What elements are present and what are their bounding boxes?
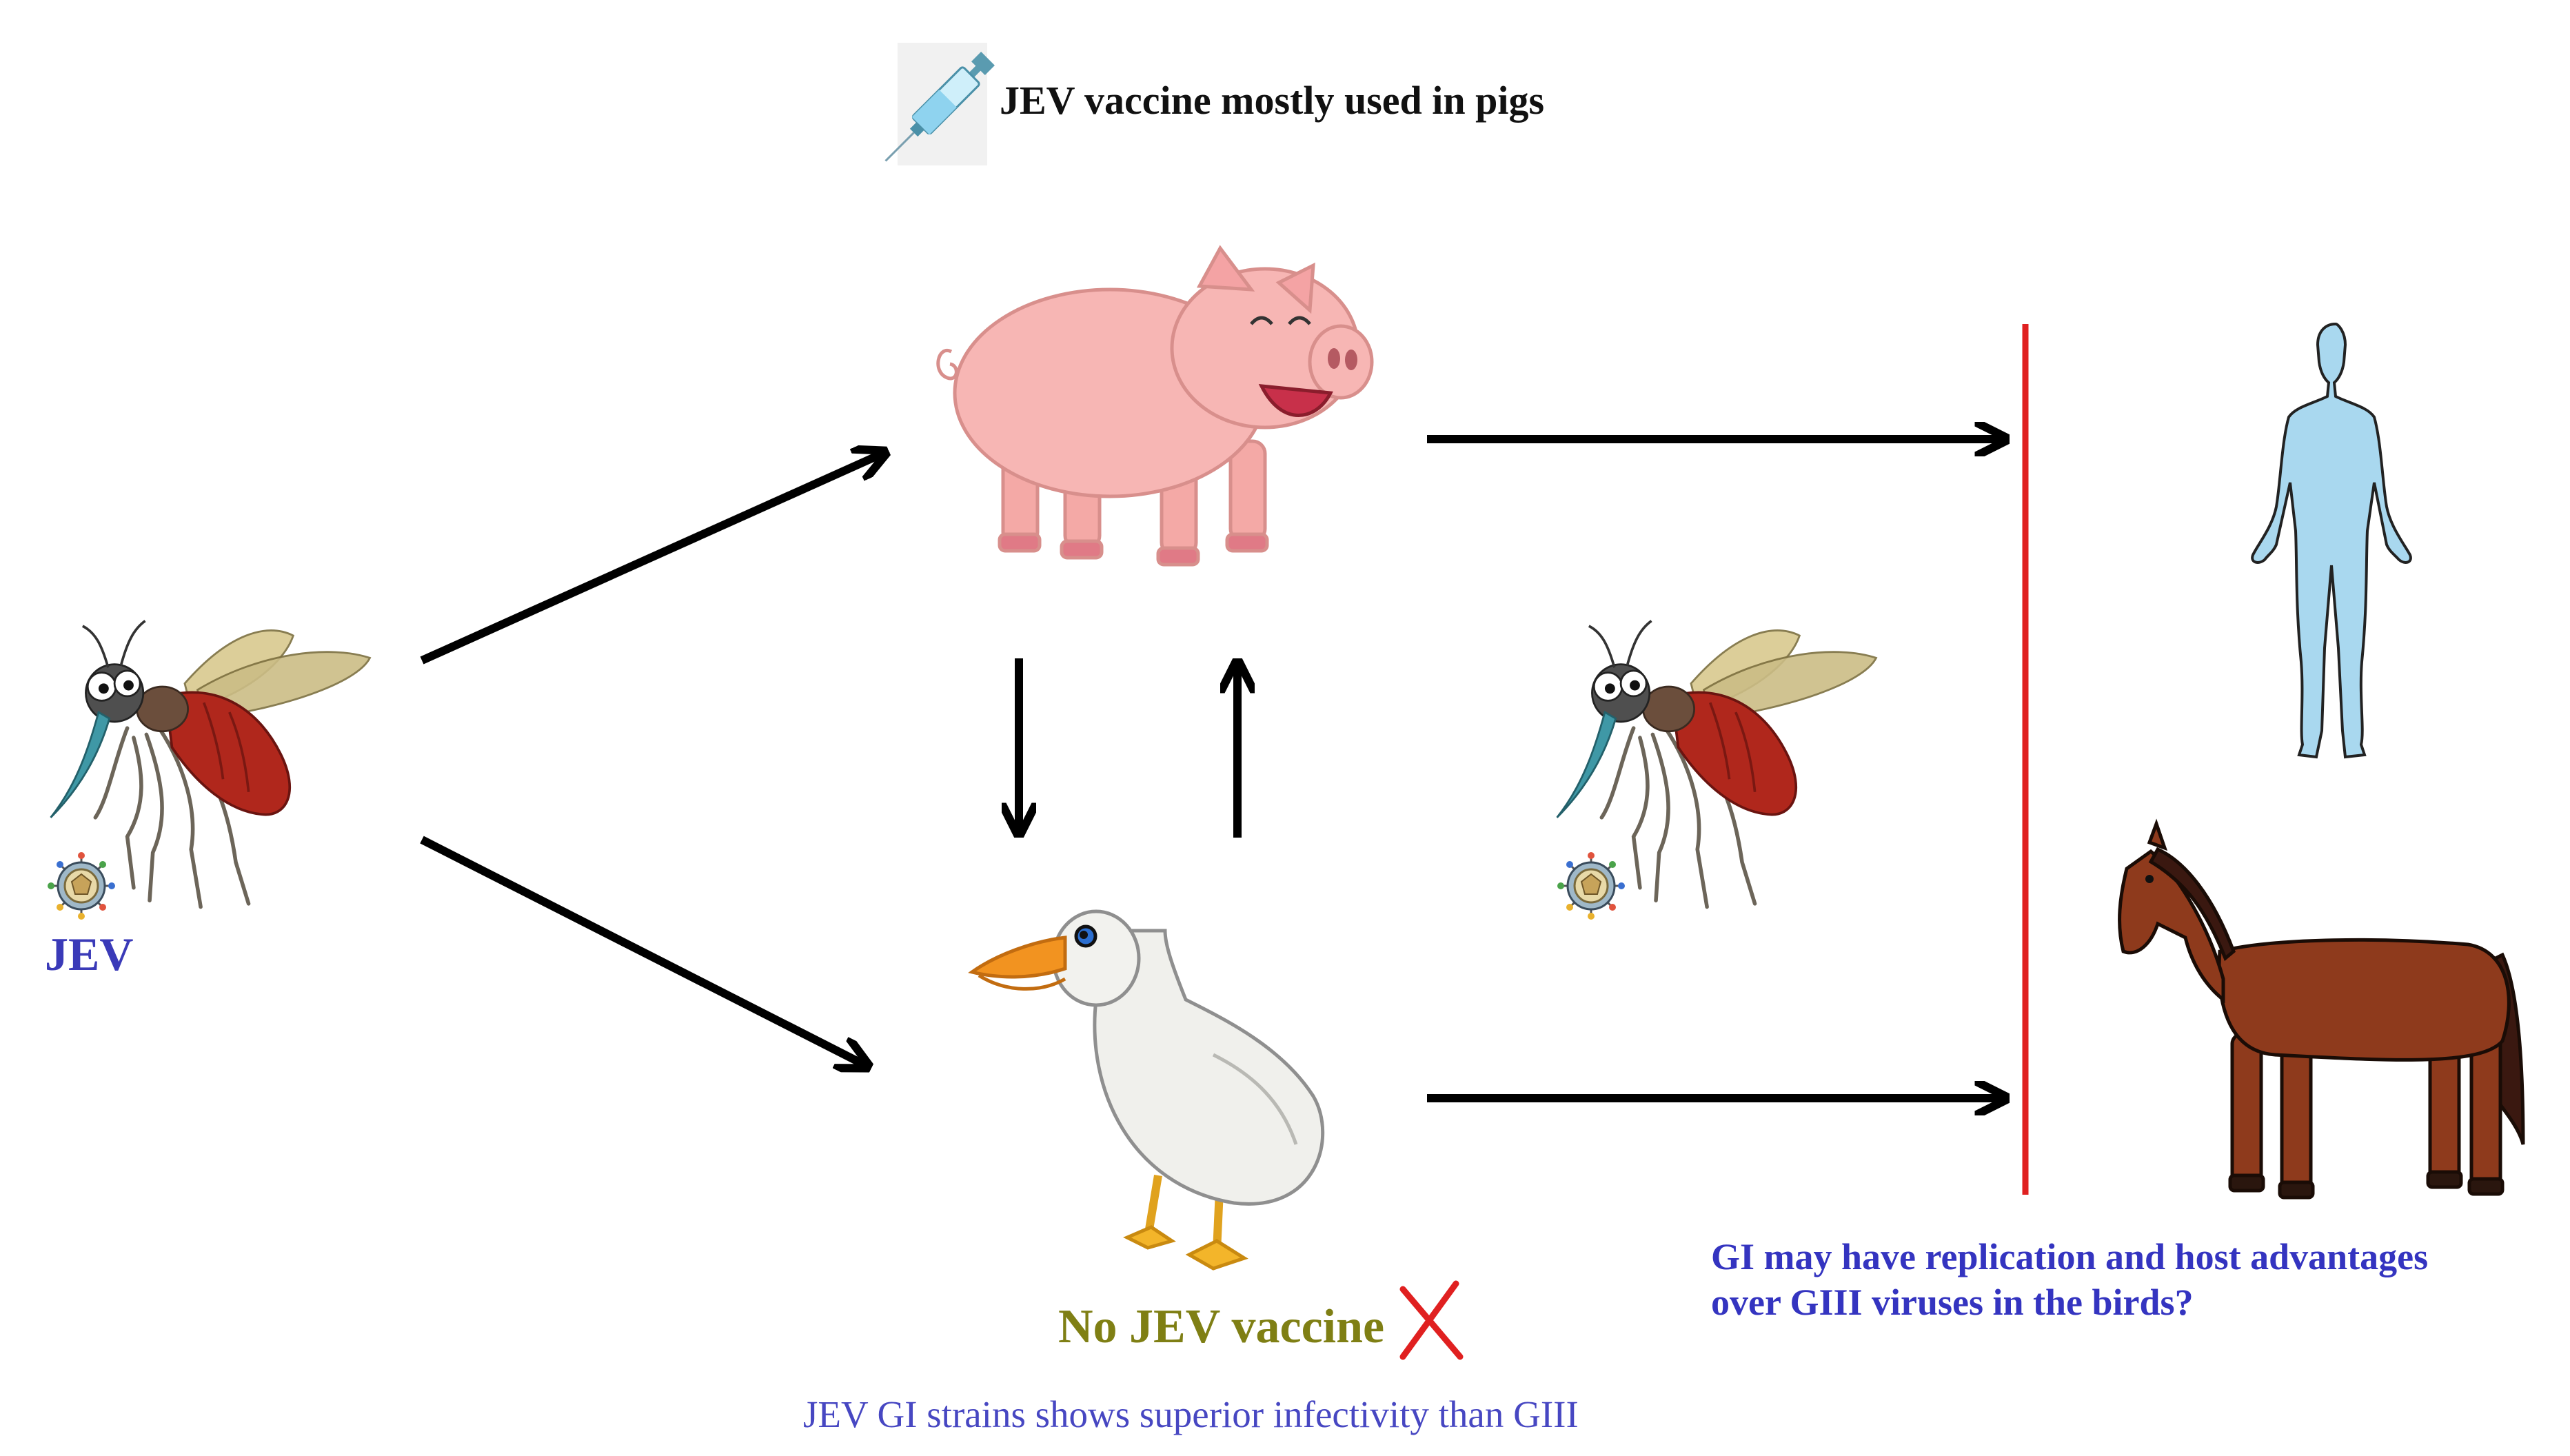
mosquito-icon bbox=[51, 621, 370, 907]
question-line-1: GI may have replication and host advanta… bbox=[1711, 1236, 2429, 1277]
pig-icon bbox=[936, 245, 1374, 567]
cross-icon bbox=[1399, 1280, 1464, 1360]
arrow-mosquito-to-duck bbox=[420, 836, 865, 1065]
vaccine-note: JEV vaccine mostly used in pigs bbox=[1000, 78, 1545, 123]
host-advantage-question: GI may have replication and host advanta… bbox=[1711, 1234, 2538, 1325]
syringe-icon bbox=[884, 43, 995, 165]
no-vaccine-label: No JEV vaccine bbox=[1058, 1300, 1385, 1353]
arrow-mosquito-to-pig bbox=[420, 454, 882, 665]
virus-icon-2 bbox=[1557, 851, 1626, 920]
duck-icon bbox=[968, 909, 1325, 1271]
question-line-2: over GIII viruses in the birds? bbox=[1711, 1282, 2194, 1323]
jev-label: JEV bbox=[45, 928, 134, 980]
horse-icon bbox=[2118, 818, 2525, 1200]
arrows bbox=[420, 439, 2003, 1098]
human-icon bbox=[2251, 322, 2412, 759]
mosquito-icon-2 bbox=[1557, 621, 1876, 907]
infectivity-note: JEV GI strains shows superior infectivit… bbox=[803, 1393, 1579, 1435]
virus-icon bbox=[47, 851, 116, 920]
